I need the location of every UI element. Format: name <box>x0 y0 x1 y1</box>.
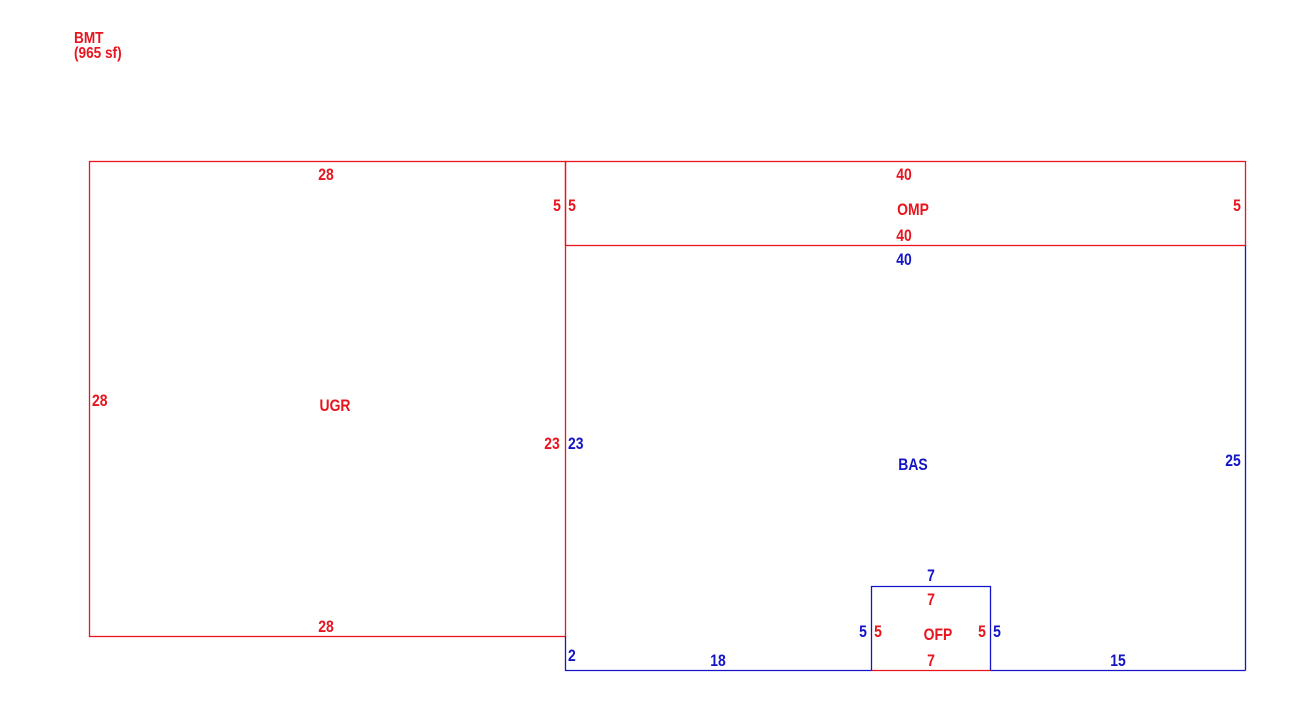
ugr-label: UGR <box>320 397 351 416</box>
bas-corner-dimension: 2 <box>568 647 576 666</box>
omp-bottom-dimension: 40 <box>896 227 911 246</box>
ofp-left-outer-dimension: 5 <box>859 623 867 642</box>
ugr-top-dimension: 28 <box>318 166 334 185</box>
sketch-header: BMT (965 sf) <box>74 30 122 62</box>
ugr-bottom-dimension: 28 <box>318 618 334 637</box>
area-omp <box>564 160 1247 247</box>
ofp-left-inner-dimension: 5 <box>874 623 882 642</box>
ofp-right-inner-dimension: 5 <box>978 623 986 642</box>
omp-label: OMP <box>897 201 929 220</box>
bas-label: BAS <box>898 456 927 475</box>
bas-right-dimension: 25 <box>1225 452 1241 471</box>
ofp-label: OFP <box>924 626 953 645</box>
ugr-left-dimension: 28 <box>92 392 108 411</box>
ugr-right-dimension: 23 <box>544 435 560 454</box>
ofp-blue-outline <box>870 585 992 671</box>
bas-top-dimension: 40 <box>896 251 911 270</box>
ofp-bottom-dimension: 7 <box>927 652 935 671</box>
bas-bottom-left-edge <box>564 636 872 672</box>
bas-left-dimension: 23 <box>568 435 584 454</box>
area-ugr <box>88 160 567 638</box>
omp-top-dimension: 40 <box>896 166 911 185</box>
omp-outline <box>564 160 1247 247</box>
bas-bottom-right-dimension: 15 <box>1110 652 1126 671</box>
sketch-total-area: (965 sf) <box>74 45 122 62</box>
ofp-right-outer-dimension: 5 <box>993 623 1001 642</box>
area-bas <box>564 246 1247 672</box>
omp-left-inner-dimension: 5 <box>568 197 576 216</box>
omp-left-outer-dimension: 5 <box>553 197 561 216</box>
omp-right-dimension: 5 <box>1233 197 1241 216</box>
bas-bottom-left-dimension: 18 <box>710 652 726 671</box>
sketch-title: BMT <box>74 30 104 47</box>
ofp-top-outer-dimension: 7 <box>927 567 935 586</box>
ofp-top-inner-dimension: 7 <box>927 591 935 610</box>
ugr-outline <box>88 160 567 638</box>
